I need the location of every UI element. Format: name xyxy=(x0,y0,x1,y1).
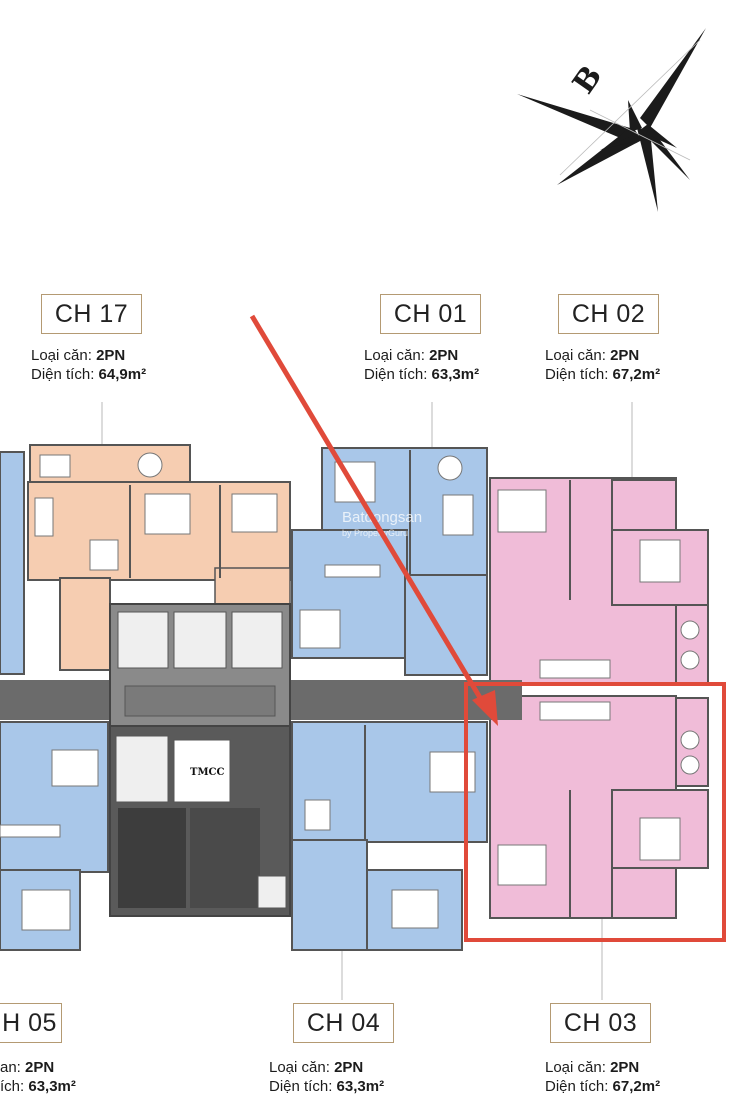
type-label: Loại căn: xyxy=(31,347,92,364)
unit-area-row: Diện tích: 63,3m² xyxy=(364,365,479,384)
type-label: Loại căn: xyxy=(364,347,425,364)
unit-label-ch01: CH 01 xyxy=(380,294,481,334)
compass-letter: B xyxy=(566,59,609,100)
unit-label-ch05: H 05 xyxy=(0,1003,62,1043)
watermark-line1: Batdongsan xyxy=(342,509,422,526)
unit-label-ch17: CH 17 xyxy=(41,294,142,334)
unit-area-row: Diện tích: 64,9m² xyxy=(31,365,146,384)
unit-area: 64,9m² xyxy=(98,366,147,383)
watermark-line2: by PropertyGuru xyxy=(342,528,408,538)
area-label: Diện tích: xyxy=(545,1078,609,1095)
type-label: Loại căn: xyxy=(269,1059,330,1076)
unit-type: 2PN xyxy=(429,347,459,364)
unit-area: 63,3m² xyxy=(336,1078,385,1095)
corridor-left xyxy=(0,680,112,720)
unit-type-row: Loại căn: 2PN xyxy=(545,346,660,365)
watermark: Batdongsan by PropertyGuru xyxy=(342,509,422,538)
unit-info-ch02: Loại căn: 2PN Diện tích: 67,2m² xyxy=(545,346,660,384)
arrow-icon xyxy=(249,314,498,726)
unit-area-row: Diện tích: 67,2m² xyxy=(545,365,660,384)
unit-info-ch01: Loại căn: 2PN Diện tích: 63,3m² xyxy=(364,346,479,384)
central-core xyxy=(109,603,291,917)
type-label: an: xyxy=(0,1059,21,1076)
unit-type: 2PN xyxy=(334,1059,364,1076)
type-label: Loại căn: xyxy=(545,347,606,364)
unit-info-ch04: Loại căn: 2PN Diện tích: 63,3m² xyxy=(269,1058,384,1096)
area-label: Diện tích: xyxy=(269,1078,333,1095)
tmcc-label: TMCC xyxy=(190,767,224,778)
unit-type: 2PN xyxy=(25,1059,55,1076)
unit-type-row: Loại căn: 2PN xyxy=(545,1058,660,1077)
area-label: Diện tích: xyxy=(545,366,609,383)
unit-type-row: Loại căn: 2PN xyxy=(364,346,479,365)
unit-ch04-plan xyxy=(291,721,488,951)
unit-area-row: ích: 63,3m² xyxy=(0,1077,76,1096)
unit-area-row: Diện tích: 67,2m² xyxy=(545,1077,660,1096)
unit-type-row: Loại căn: 2PN xyxy=(269,1058,384,1077)
unit-area: 67,2m² xyxy=(612,1078,661,1095)
unit-type: 2PN xyxy=(610,347,640,364)
unit-type-row: Loại căn: 2PN xyxy=(31,346,146,365)
unit-type: 2PN xyxy=(610,1059,640,1076)
unit-area: 67,2m² xyxy=(612,366,661,383)
area-label: Diện tích: xyxy=(364,366,428,383)
unit-ch05-plan xyxy=(0,721,109,951)
highlight-box-ch03 xyxy=(464,682,726,942)
unit-ch03-plan xyxy=(489,695,709,919)
unit-ch01-plan xyxy=(291,447,488,676)
unit-type-row: an: 2PN xyxy=(0,1058,76,1077)
unit-label-ch02: CH 02 xyxy=(558,294,659,334)
unit-type: 2PN xyxy=(96,347,126,364)
unit-left-top-plan xyxy=(0,451,25,675)
unit-info-ch17: Loại căn: 2PN Diện tích: 64,9m² xyxy=(31,346,146,384)
unit-area-row: Diện tích: 63,3m² xyxy=(269,1077,384,1096)
unit-label-ch04: CH 04 xyxy=(293,1003,394,1043)
unit-info-ch03: Loại căn: 2PN Diện tích: 67,2m² xyxy=(545,1058,660,1096)
unit-area: 63,3m² xyxy=(28,1078,76,1095)
unit-info-ch05: an: 2PN ích: 63,3m² xyxy=(0,1058,76,1096)
unit-area: 63,3m² xyxy=(431,366,480,383)
type-label: Loại căn: xyxy=(545,1059,606,1076)
area-label: Diện tích: xyxy=(31,366,95,383)
north-star-icon xyxy=(517,28,706,212)
unit-ch02-plan xyxy=(489,477,709,685)
unit-label-ch03: CH 03 xyxy=(550,1003,651,1043)
unit-ch17-plan xyxy=(27,444,291,671)
area-label: ích: xyxy=(0,1078,25,1095)
